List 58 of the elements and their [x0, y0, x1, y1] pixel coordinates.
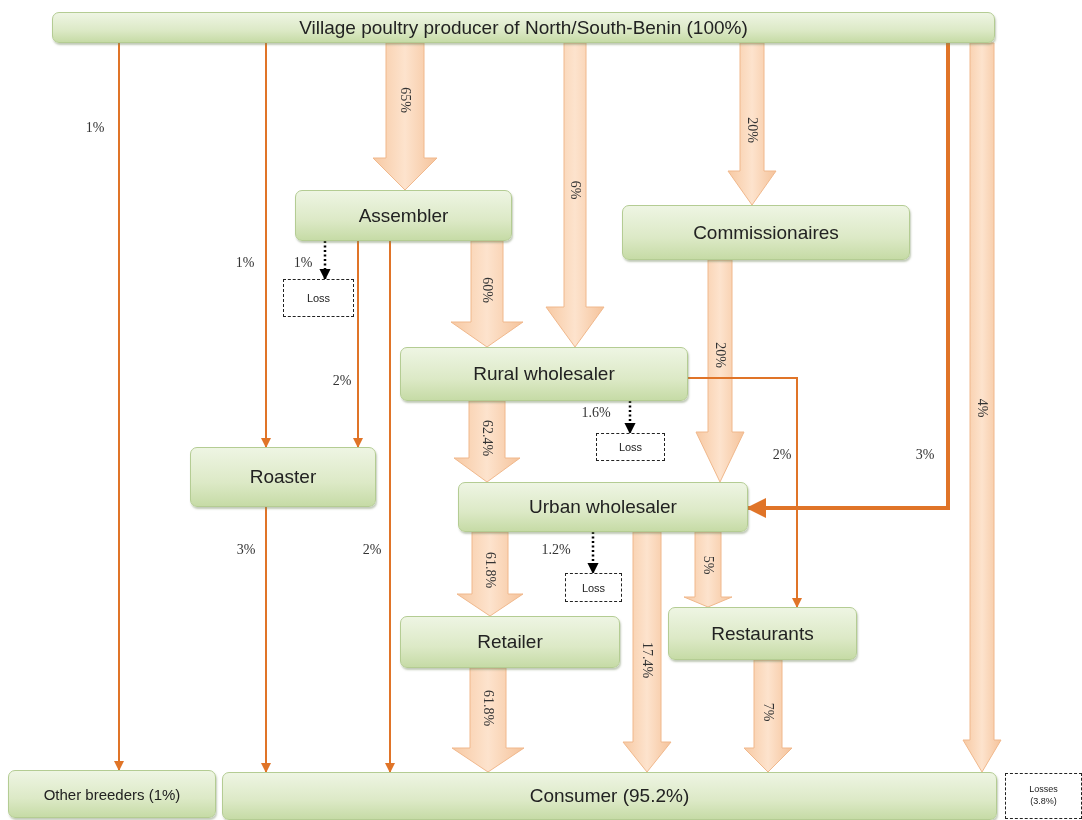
arrow — [687, 377, 802, 608]
actor-box: Consumer (95.2%) — [222, 772, 997, 820]
arrow — [353, 240, 363, 448]
flow-arrow — [451, 667, 525, 773]
actor-box: Roaster — [190, 447, 376, 507]
edge-label: 1.2% — [541, 542, 571, 558]
edge-label: 65% — [397, 87, 413, 113]
actor-box: Commissionaires — [622, 205, 910, 260]
flow-arrow — [962, 42, 1002, 773]
actor-box: Retailer — [400, 616, 620, 668]
arrow — [746, 43, 950, 518]
edge-label: 62.4% — [479, 419, 495, 457]
arrow — [261, 506, 271, 773]
dotted-arrow — [319, 241, 331, 281]
arrow — [261, 42, 271, 448]
actor-box: Rural wholesaler — [400, 347, 688, 401]
edge-label: 4% — [974, 398, 990, 418]
flow-arrow — [695, 259, 745, 483]
flow-arrow — [453, 400, 521, 483]
edge-label: 60% — [479, 277, 495, 303]
edge-label: 2% — [362, 542, 382, 558]
edge-label: 61.8% — [480, 689, 496, 727]
dotted-arrow — [624, 401, 636, 435]
flow-arrow — [450, 240, 524, 348]
arrow — [385, 240, 395, 773]
edge-label: 20% — [744, 117, 760, 143]
edge-label: 1% — [293, 255, 313, 271]
actor-box: Village poultry producer of North/South-Benin (100%) — [52, 12, 995, 43]
edge-label: 6% — [567, 180, 583, 200]
edge-label: 1% — [85, 120, 105, 136]
flow-arrow — [743, 659, 793, 773]
actor-box: Other breeders (1%) — [8, 770, 216, 818]
edge-label: 2% — [332, 373, 352, 389]
edge-label: 61.8% — [482, 551, 498, 589]
loss-box: Loss — [283, 279, 354, 317]
actor-box: Urban wholesaler — [458, 482, 748, 532]
flow-arrow — [622, 531, 672, 773]
edge-label: 7% — [760, 702, 776, 722]
loss-box: Loss — [596, 433, 665, 461]
edge-label: 17.4% — [639, 641, 655, 679]
edge-label: 1% — [235, 255, 255, 271]
flow-arrow — [545, 42, 605, 348]
dotted-arrow — [587, 532, 599, 575]
flow-arrow — [456, 531, 524, 617]
edge-label: 3% — [236, 542, 256, 558]
flow-arrow — [683, 531, 733, 608]
edge-label: 5% — [700, 555, 716, 575]
loss-box: Losses (3.8%) — [1005, 773, 1082, 819]
edge-label: 20% — [712, 342, 728, 368]
edge-label: 3% — [915, 447, 935, 463]
loss-box: Loss — [565, 573, 622, 602]
actor-box: Restaurants — [668, 607, 857, 660]
flow-arrow — [727, 42, 777, 206]
actor-box: Assembler — [295, 190, 512, 241]
edge-label: 2% — [772, 447, 792, 463]
arrow — [114, 42, 124, 771]
edge-label: 1.6% — [581, 405, 611, 421]
flow-arrow — [372, 42, 438, 191]
